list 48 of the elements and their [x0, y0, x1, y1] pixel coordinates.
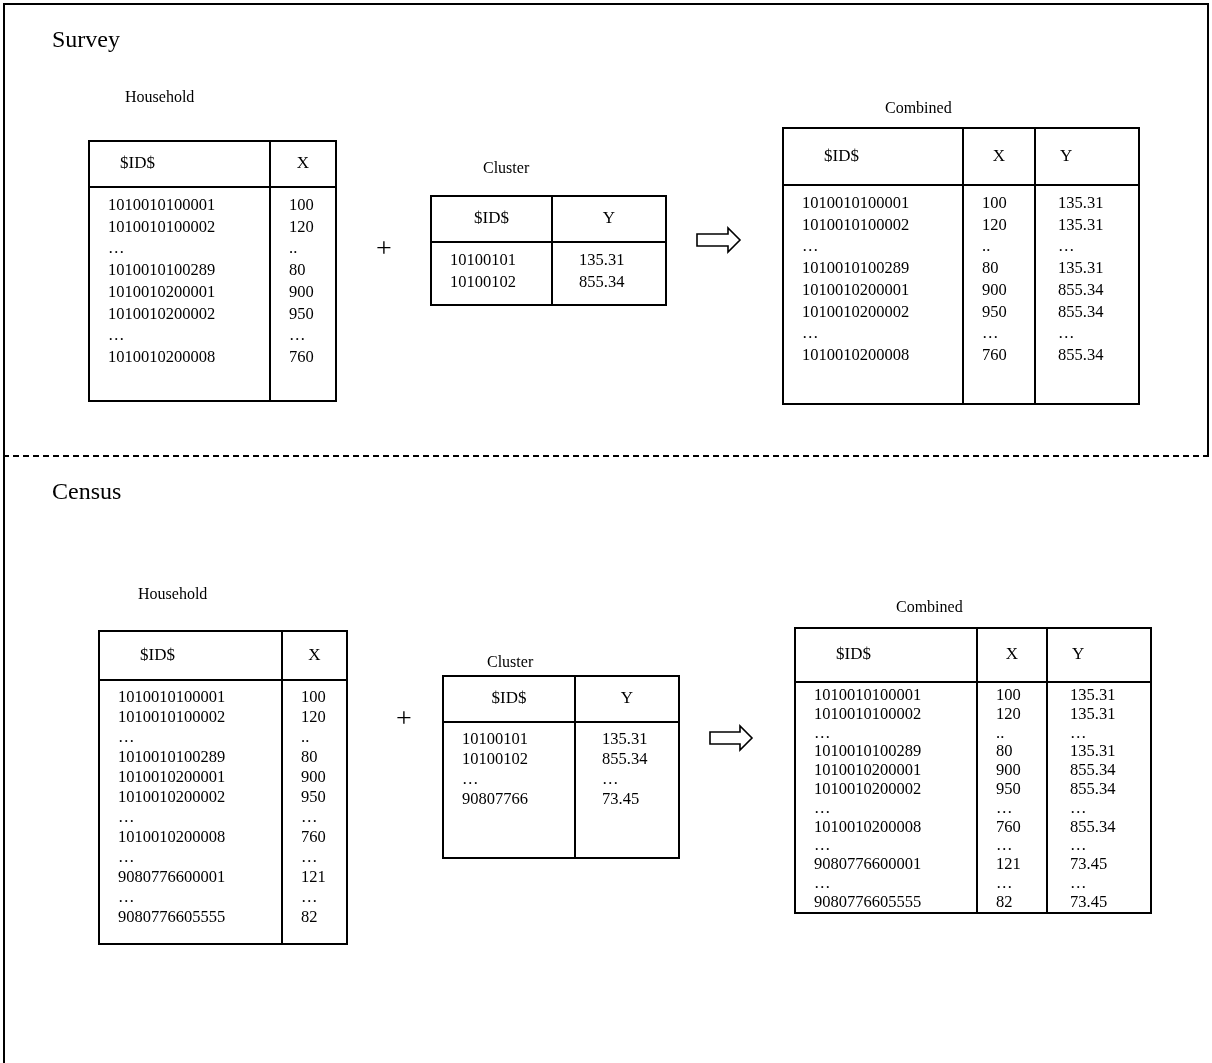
column-header: X: [295, 153, 311, 173]
column-header: $ID$: [120, 153, 155, 173]
section-heading: Census: [52, 477, 122, 505]
table-title: Cluster: [483, 159, 530, 177]
table-column: 10100101 10100102 … 90807766: [462, 729, 528, 809]
data-table: [430, 195, 667, 306]
table-title: Combined: [885, 99, 952, 117]
table-title: Combined: [896, 598, 963, 616]
data-table: [442, 675, 680, 859]
table-title: Household: [138, 585, 208, 603]
column-header: X: [991, 145, 1007, 166]
section-heading: Survey: [52, 25, 120, 53]
block-arrow: [709, 724, 754, 752]
data-table: [794, 627, 1152, 914]
table-column: 100 120 .. 80 900 950 … 760: [982, 192, 1007, 366]
section-panel: [3, 3, 1209, 455]
column-header: $ID$: [836, 644, 871, 664]
table-column: 100 120 .. 80 900 950 … 760 … 121 … 82: [301, 687, 326, 927]
table-column: 1010010100001 1010010100002 … 1010010100289 1010010200001 1010010200002 … 1010010200008 … 9080776600001 … 9080776605555: [814, 686, 922, 912]
column-header: $ID$: [473, 208, 510, 228]
data-table: [782, 127, 1140, 405]
section-panel: [3, 455, 1209, 1063]
table-column: 135.31 855.34: [579, 249, 625, 293]
table-column: 135.31 855.34 … 73.45: [602, 729, 648, 809]
plus-sign: +: [396, 704, 412, 732]
table-title: Household: [125, 88, 195, 106]
column-header: $ID$: [824, 145, 859, 166]
table-column: 100 120 .. 80 900 950 … 760: [289, 194, 314, 368]
table-title: Cluster: [487, 653, 534, 671]
column-header: X: [307, 644, 322, 665]
table-column: 135.31 135.31 … 135.31 855.34 855.34 … 855.34: [1058, 192, 1104, 366]
block-arrow: [696, 226, 742, 254]
table-column: 100 120 .. 80 900 950 … 760 … 121 … 82: [996, 686, 1021, 912]
table-column: 1010010100001 1010010100002 … 1010010100289 1010010200001 1010010200002 … 1010010200008: [108, 194, 216, 368]
column-header: X: [1004, 644, 1020, 664]
column-header: $ID$: [140, 644, 175, 665]
column-header: Y: [601, 208, 617, 228]
table-column: 1010010100001 1010010100002 … 1010010100289 1010010200001 1010010200002 … 1010010200008 … 9080776600001 … 9080776605555: [118, 687, 226, 927]
column-header: Y: [1072, 644, 1085, 664]
plus-sign: +: [376, 234, 392, 262]
data-table: [98, 630, 348, 945]
data-table: [88, 140, 337, 402]
column-header: $ID$: [490, 688, 528, 708]
column-header: Y: [619, 688, 635, 708]
table-column: 10100101 10100102: [450, 249, 516, 293]
table-column: 1010010100001 1010010100002 … 1010010100289 1010010200001 1010010200002 … 1010010200008: [802, 192, 910, 366]
table-column: 135.31 135.31 … 135.31 855.34 855.34 … 855.34 … 73.45 … 73.45: [1070, 686, 1116, 912]
column-header: Y: [1060, 145, 1073, 166]
